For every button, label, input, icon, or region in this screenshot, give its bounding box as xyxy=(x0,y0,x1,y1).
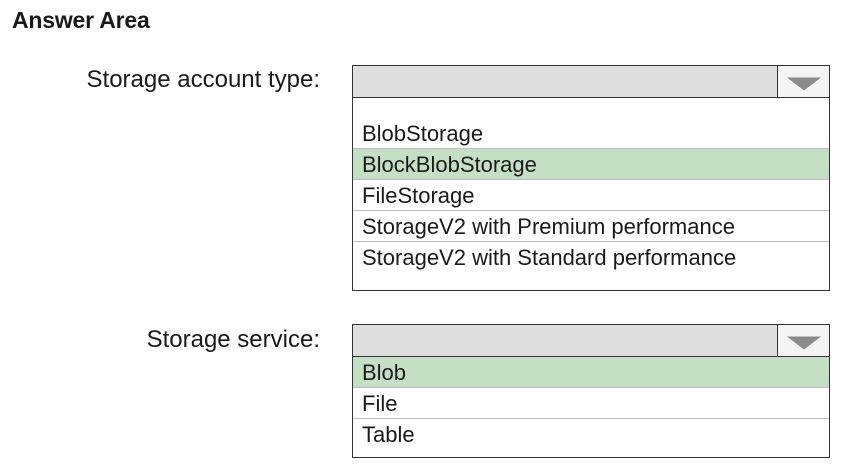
dropdown-option[interactable]: FileStorage xyxy=(353,180,829,211)
storage-account-type-dropdown-button[interactable] xyxy=(777,66,829,97)
answer-area-title: Answer Area xyxy=(12,7,150,33)
dropdown-option[interactable]: BlobStorage xyxy=(353,118,829,149)
storage-account-type-select[interactable] xyxy=(353,66,829,98)
dropdown-option[interactable]: StorageV2 with Standard performance xyxy=(362,245,737,270)
dropdown-option[interactable]: Table xyxy=(362,422,415,447)
storage-service-options: Blob File Table xyxy=(353,357,829,450)
storage-account-type-label: Storage account type: xyxy=(86,66,320,93)
dropdown-option[interactable]: Blob xyxy=(353,357,829,388)
chevron-down-icon xyxy=(786,335,821,349)
storage-account-type-options: BlobStorage BlockBlobStorage FileStorage… xyxy=(353,98,829,273)
dropdown-option[interactable]: StorageV2 with Premium performance xyxy=(353,211,829,242)
storage-service-select[interactable] xyxy=(353,325,829,357)
chevron-down-icon xyxy=(786,76,821,90)
storage-service-dropdown-button[interactable] xyxy=(777,325,829,356)
storage-service-label: Storage service: xyxy=(146,326,320,353)
dropdown-option[interactable]: File xyxy=(353,388,829,419)
storage-service-dropdown[interactable]: Blob File Table xyxy=(352,324,830,458)
storage-account-type-dropdown[interactable]: BlobStorage BlockBlobStorage FileStorage… xyxy=(352,65,830,291)
dropdown-option[interactable]: BlockBlobStorage xyxy=(353,149,829,180)
